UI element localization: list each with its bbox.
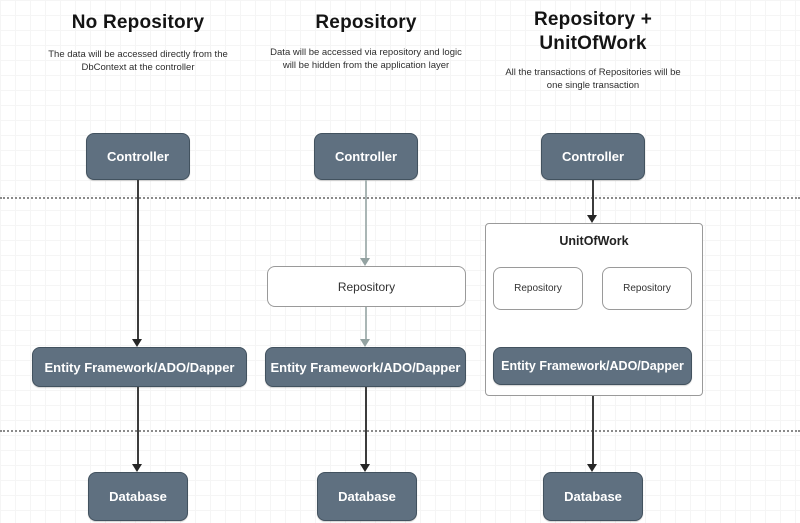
entity-framework-node: Entity Framework/ADO/Dapper <box>32 347 247 387</box>
column-description-no-repository: The data will be accessed directly from … <box>48 49 228 73</box>
controller-node: Controller <box>314 133 418 180</box>
arrow-unitofwork-to-database-line <box>592 396 594 465</box>
column-description-repository-unitofwork: All the transactions of Repositories wil… <box>505 67 681 91</box>
arrow-ef-to-database-line <box>365 387 367 465</box>
controller-node: Controller <box>86 133 190 180</box>
unitofwork-label: UnitOfWork <box>559 234 629 248</box>
arrow-repository-to-ef-line <box>365 307 367 340</box>
entity-framework-node: Entity Framework/ADO/Dapper <box>493 347 692 385</box>
arrow-down-icon <box>360 464 370 472</box>
arrow-down-icon <box>132 464 142 472</box>
database-node: Database <box>317 472 417 521</box>
controller-node: Controller <box>541 133 645 180</box>
arrow-down-icon <box>132 339 142 347</box>
column-title-repository: Repository <box>315 12 417 33</box>
arrow-down-icon <box>587 215 597 223</box>
arrow-controller-to-repository-line <box>365 180 367 259</box>
arrow-down-icon <box>587 464 597 472</box>
arrow-down-icon <box>360 258 370 266</box>
repository-node: Repository <box>602 267 692 310</box>
arrow-controller-to-unitofwork-line <box>592 180 594 216</box>
layer-separator-top <box>0 197 800 199</box>
repository-node: Repository <box>493 267 583 310</box>
database-node: Database <box>543 472 643 521</box>
arrow-down-icon <box>360 339 370 347</box>
column-title-repository-unitofwork: Repository + UnitOfWork <box>533 9 652 54</box>
arrow-ef-to-database-line <box>137 387 139 465</box>
entity-framework-node: Entity Framework/ADO/Dapper <box>265 347 466 387</box>
column-title-no-repository: No Repository <box>71 12 205 33</box>
layer-separator-bottom <box>0 430 800 432</box>
database-node: Database <box>88 472 188 521</box>
repository-node: Repository <box>267 266 466 307</box>
column-description-repository: Data will be accessed via repository and… <box>270 47 462 71</box>
arrow-controller-to-ef-line <box>137 180 139 340</box>
